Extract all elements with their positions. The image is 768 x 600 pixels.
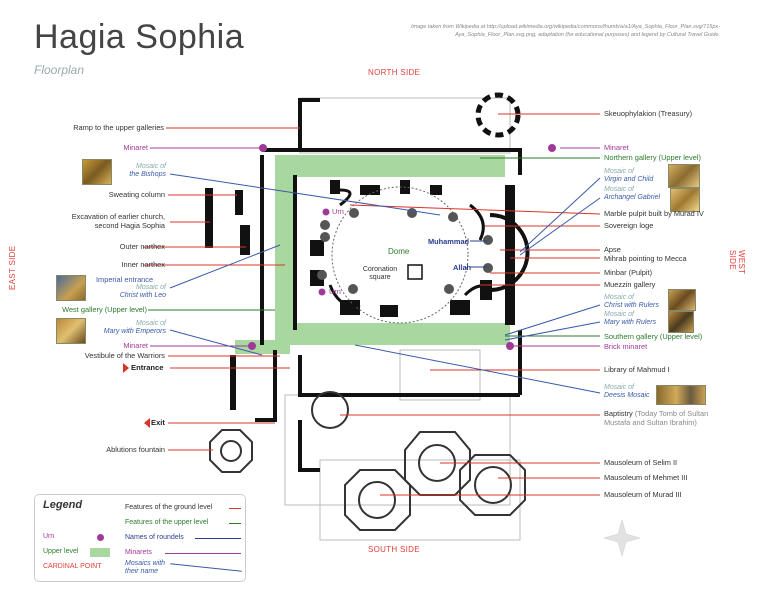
mosaic-rulers-thumbnail [668,289,696,311]
urn-label-south: Urn [329,287,341,296]
label-sovereign-loge: Sovereign loge [604,221,654,230]
mosaic-mary-rulers-label: Mosaic of Mary with Rulers [604,311,657,326]
label-mausoleum-murad: Mausoleum of Murad III [604,490,682,499]
label-mausoleum-selim: Mausoleum of Selim II [604,458,678,467]
cardinal-south: SOUTH SIDE [368,545,420,554]
label-skeuophylakion: Skeuophylakion (Treasury) [604,109,693,118]
legend-ground-label: Features of the ground level [125,504,213,511]
label-outer-narthex: Outer narthex [119,242,165,251]
legend-upper-level-label: Upper level [43,548,79,555]
exit-label[interactable]: Exit [151,418,165,427]
page-subtitle: Floorplan [34,63,85,77]
entrance-label[interactable]: Entrance [131,363,164,372]
mosaic-bishops-label: Mosaic of the Bishops [129,163,166,178]
label-apse: Apse [604,245,621,254]
mosaic-emperors-thumbnail [56,318,86,344]
label-marble-pulpit: Marble pulpit built by Murad IV [604,209,704,218]
legend-minarets-line [165,553,241,554]
legend-minarets-label: Minarets [125,549,152,556]
mosaic-virgin-thumbnail [668,164,700,188]
mosaic-leo-thumbnail [56,275,86,301]
label-inner-narthex: Inner narthex [121,260,165,269]
label-minaret-sw: Minaret [123,341,148,350]
legend-upper-level-swatch [90,548,110,557]
mosaic-bishops-thumbnail [82,159,112,185]
roundel-allah: Allah [453,263,472,272]
legend-mosaics-line [170,563,242,572]
cardinal-north: NORTH SIDE [368,68,421,77]
dome-label: Dome [388,247,410,256]
label-minaret-ne: Minaret [604,143,629,152]
mosaic-virgin-label: Mosaic of Virgin and Child [604,168,654,183]
image-credit: Image taken from Wikipedia at http://upl… [411,24,720,38]
label-excavation: Excavation of earlier church, second Hag… [71,212,165,230]
legend-urn-label: Urn [43,533,55,540]
legend-box: Legend Urn Upper level CARDINAL POINT Fe… [34,494,246,582]
mosaic-gabriel-label: Mosaic of Archangel Gabriel [604,186,661,201]
legend-roundels-label: Names of roundels [125,534,184,541]
legend-cardinal-point: CARDINAL POINT [43,563,102,570]
label-ramp: Ramp to the upper galleries [73,123,164,132]
coronation-label: Coronation square [362,266,398,281]
label-mausoleum-mehmet: Mausoleum of Mehmet III [604,473,688,482]
mosaic-emperors-label: Mosaic of Mary with Emperors [103,320,166,335]
label-vestibule: Vestibule of the Warriors [84,351,165,360]
mosaic-gabriel-thumbnail [670,188,700,212]
roundel-muhammad: Muhammad [428,237,470,246]
legend-title: Legend [43,499,83,511]
label-ablutions: Ablutions fountain [106,445,165,454]
label-library: Library of Mahmud I [604,365,670,374]
urn-label-north: Urn [332,207,344,216]
label-muezzin: Muezzin gallery [604,280,656,289]
mosaic-mary-rulers-thumbnail [668,311,694,333]
legend-upper-line [229,523,241,524]
legend-ground-line [229,508,241,509]
label-brick-minaret: Brick minaret [604,342,648,351]
legend-mosaics-label: Mosaics with their name [125,560,166,575]
label-baptistry: Baptistry (Today Tomb of Sultan Mustafa … [604,409,709,427]
label-imperial-entrance[interactable]: Imperial entrance [96,275,154,284]
legend-roundels-line [195,538,241,539]
label-southern-gallery: Southern gallery (Upper level) [604,332,703,341]
legend-urn-dot [97,534,104,541]
page-title: Hagia Sophia [34,18,245,56]
label-west-gallery: West gallery (Upper level) [62,305,147,314]
label-northern-gallery: Northern gallery (Upper level) [604,153,701,162]
mosaic-rulers-label: Mosaic of Christ with Rulers [604,294,659,309]
legend-upper-label: Features of the upper level [125,519,209,526]
label-minbar: Minbar (Pulpit) [604,268,653,277]
mosaic-leo-label: Mosaic of Christ with Leo [119,284,166,299]
label-minaret-nw: Minaret [123,143,148,152]
label-mihrab: Mihrab pointing to Mecca [604,254,687,263]
label-sweating-column: Sweating column [108,190,165,199]
mosaic-deesis-thumbnail [656,385,706,405]
mosaic-deesis-label: Mosaic of Deesis Mosaic [604,384,650,399]
